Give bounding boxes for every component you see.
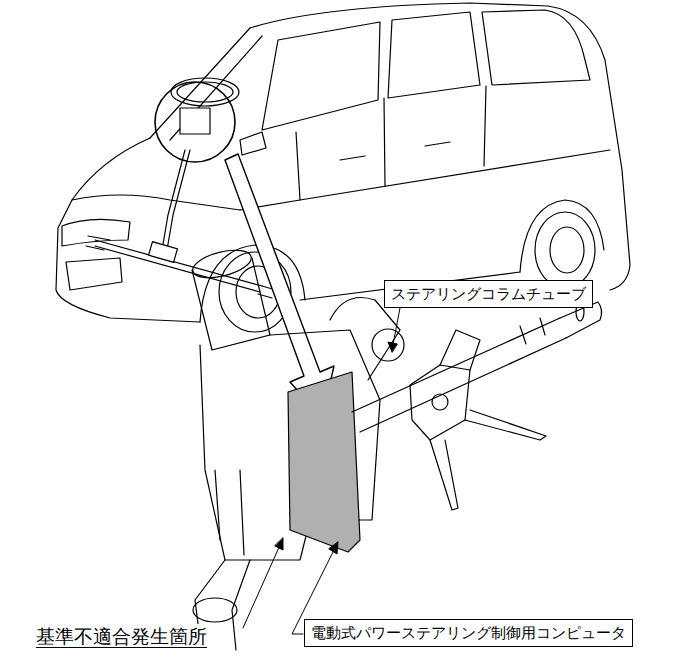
part-name: 電動式パワーステアリング制御用コンピュータ xyxy=(311,623,626,643)
car-outline xyxy=(56,3,630,332)
location-label: 基準不適合発生箇所 xyxy=(34,624,209,648)
part-name: ステアリングコラムチューブ xyxy=(391,284,586,304)
leader-lines xyxy=(243,308,400,634)
callout-box: 電動式パワーステアリング制御用コンピュータ xyxy=(304,619,633,647)
callout-box: ステアリングコラムチューブ xyxy=(384,280,593,308)
enlarge-arrow xyxy=(225,154,334,418)
steering-column-assembly xyxy=(190,245,602,650)
